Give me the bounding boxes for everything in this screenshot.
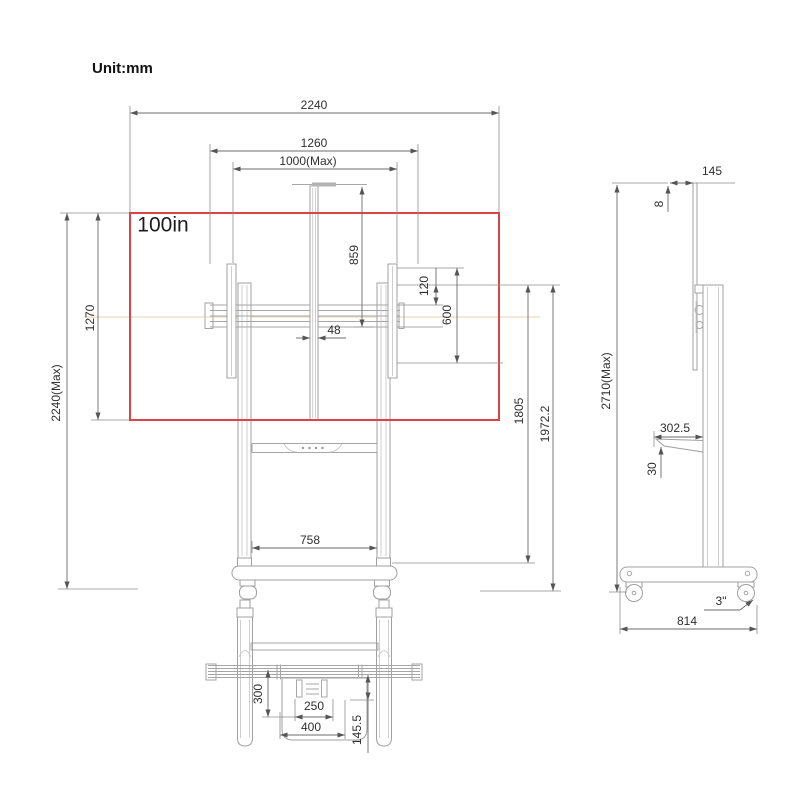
dim-height-max-label: 2240(Max) [49, 364, 63, 422]
dim-screen-height-label: 1270 [83, 304, 97, 332]
dim-panel-thickness-label: 8 [652, 200, 666, 208]
front-view [58, 106, 561, 600]
dim-caster-size-label: 3" [715, 594, 727, 608]
screen-outline-100in [129, 212, 500, 421]
dim-box-depth-label: 145.5 [350, 714, 364, 746]
bottom-view [205, 599, 423, 753]
dim-pole-width-label: 48 [327, 323, 341, 337]
side-shelf [654, 438, 704, 453]
dim-overall-width-label: 2240 [300, 98, 328, 112]
screen-size-label: 100in [137, 213, 189, 237]
side-base [619, 566, 758, 583]
dim-leg-inner-span-label: 758 [299, 533, 321, 547]
front-base [231, 565, 398, 581]
side-casters [625, 581, 755, 602]
front-casters [239, 579, 391, 600]
side-column [702, 284, 724, 569]
side-view [609, 180, 758, 634]
front-dimensions [58, 106, 561, 592]
bottom-left-leg [237, 616, 253, 747]
bottom-dimensions [262, 670, 374, 753]
dim-plate-width-label: 400 [300, 720, 322, 734]
dim-vesa-height-label: 600 [440, 304, 454, 326]
side-dimensions [609, 180, 758, 634]
unit-label: Unit:mm [92, 60, 153, 77]
dim-bracket-span-label: 1260 [300, 136, 328, 150]
dim-column-height-label: 1972.2 [538, 405, 552, 443]
bottom-shelf-edge [250, 642, 379, 651]
dim-box-length-label: 300 [251, 683, 265, 705]
crossbar [204, 302, 405, 329]
dim-side-height-max-label: 2710(Max) [599, 352, 613, 410]
center-pole [309, 185, 319, 421]
dim-top-depth-label: 145 [701, 164, 723, 178]
dim-shelf-depth-label: 302.5 [659, 421, 691, 435]
front-shelf [251, 443, 378, 453]
dim-mount-width-max-label: 1000(Max) [279, 154, 337, 168]
dim-shelf-drop-label: 30 [645, 462, 659, 476]
dim-hole-pitch-label: 250 [303, 699, 325, 713]
dim-frame-height-label: 1805 [512, 397, 526, 425]
dim-pole-drop-label: 859 [347, 244, 361, 266]
bottom-right-leg [376, 616, 392, 747]
dim-base-depth-label: 814 [676, 614, 698, 628]
side-panel [692, 182, 698, 371]
dim-vesa-pitch-label: 120 [417, 275, 431, 297]
